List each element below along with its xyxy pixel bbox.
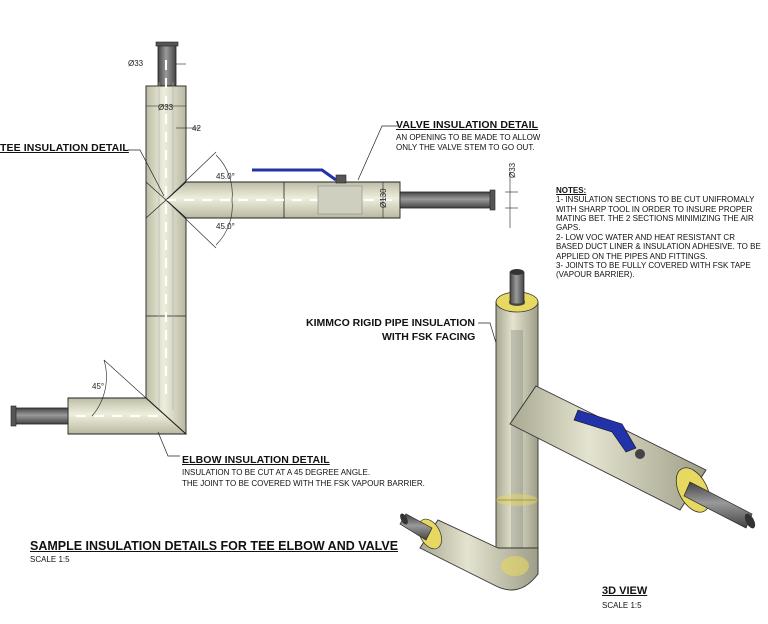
tee-detail-title: TEE INSULATION DETAIL	[0, 142, 129, 154]
3d-insulation-branch	[509, 385, 707, 511]
valve-handle	[252, 168, 337, 182]
note-line: (VAPOUR BARRIER).	[556, 270, 635, 280]
3d-pipe-elbow-end	[400, 513, 408, 525]
tee-elbow-3d-view	[399, 269, 756, 591]
pipe-top-cap	[155, 41, 179, 47]
notes-heading: NOTES:	[556, 186, 587, 195]
kimmco-label-1: KIMMCO RIGID PIPE INSULATION	[306, 317, 475, 329]
main-title: SAMPLE INSULATION DETAILS FOR TEE ELBOW …	[30, 539, 399, 553]
kimmco-label-2: WITH FSK FACING	[382, 331, 476, 343]
dim-top-diameter: Ø33	[128, 59, 144, 68]
elbow-detail-title: ELBOW INSULATION DETAIL	[182, 454, 330, 466]
note-line: WITH SHARP TOOL IN ORDER TO INSURE PROPE…	[556, 204, 753, 214]
3d-pipe-top-end	[510, 269, 524, 275]
view3d-scale: SCALE 1:5	[602, 601, 642, 610]
elbow-detail-desc-2: THE JOINT TO BE COVERED WITH THE FSK VAP…	[182, 479, 425, 488]
3d-pipe-inner	[511, 330, 523, 550]
valve-detail-desc-1: AN OPENING TO BE MADE TO ALLOW	[396, 133, 541, 142]
3d-valve-handle	[573, 409, 637, 453]
view3d-title: 3D VIEW	[602, 585, 648, 597]
dim-insulation-diameter: Ø33	[158, 103, 174, 112]
dim-angle-lower: 45.0°	[216, 222, 235, 231]
note-line: GAPS.	[556, 223, 581, 233]
tee-elbow-2d-drawing: Ø33 Ø33 42 45.0° 45.0° Ø33 Ø130 45°	[10, 41, 518, 457]
dim-elbow-angle: 45°	[92, 382, 104, 391]
3d-pipe-elbow	[399, 513, 433, 541]
dim-valve-insulation-diameter: Ø130	[379, 188, 388, 208]
pipe-left	[13, 407, 69, 425]
3d-joint-facing	[496, 494, 538, 506]
pipe-right-cap	[489, 189, 496, 211]
valve-detail-desc-2: ONLY THE VALVE STEM TO GO OUT.	[396, 143, 535, 152]
dimension-lines	[91, 63, 518, 417]
pipe-right	[399, 191, 493, 209]
elbow-detail-desc-1: INSULATION TO BE CUT AT A 45 DEGREE ANGL…	[182, 468, 371, 477]
valve-stem	[335, 174, 347, 184]
3d-valve-stem	[635, 449, 645, 459]
note-line: 1- INSULATION SECTIONS TO BE CUT UNIFROM…	[556, 195, 755, 205]
3d-pipe-branch	[683, 481, 753, 529]
dim-thickness: 42	[192, 124, 201, 133]
note-line: MATING BET. THE 2 SECTIONS MINIMIZING TH…	[556, 214, 754, 224]
3d-pipe-branch-end	[744, 513, 756, 529]
3d-pipe-top	[509, 271, 525, 305]
3d-elbow-joint-facing	[501, 556, 529, 576]
note-line: 2- LOW VOC WATER AND HEAT RESISTANT CR	[556, 232, 735, 242]
valve-detail-title: VALVE INSULATION DETAIL	[396, 119, 539, 131]
note-line: APPLIED ON THE PIPES AND FITTINGS.	[556, 251, 708, 261]
main-scale: SCALE 1:5	[30, 555, 70, 564]
note-line: BASED DUCT LINER & INSULATION ADHESIVE. …	[556, 242, 761, 252]
elbow-cut-line	[145, 397, 187, 435]
notes-block: NOTES: 1- INSULATION SECTIONS TO BE CUT …	[556, 186, 766, 280]
dim-valve-diameter: Ø33	[508, 162, 517, 178]
note-line: 3- JOINTS TO BE FULLY COVERED WITH FSK T…	[556, 260, 751, 270]
valve-body-outline	[317, 185, 363, 215]
pipe-left-cap	[10, 405, 17, 427]
dim-angle-upper: 45.0°	[216, 172, 235, 181]
